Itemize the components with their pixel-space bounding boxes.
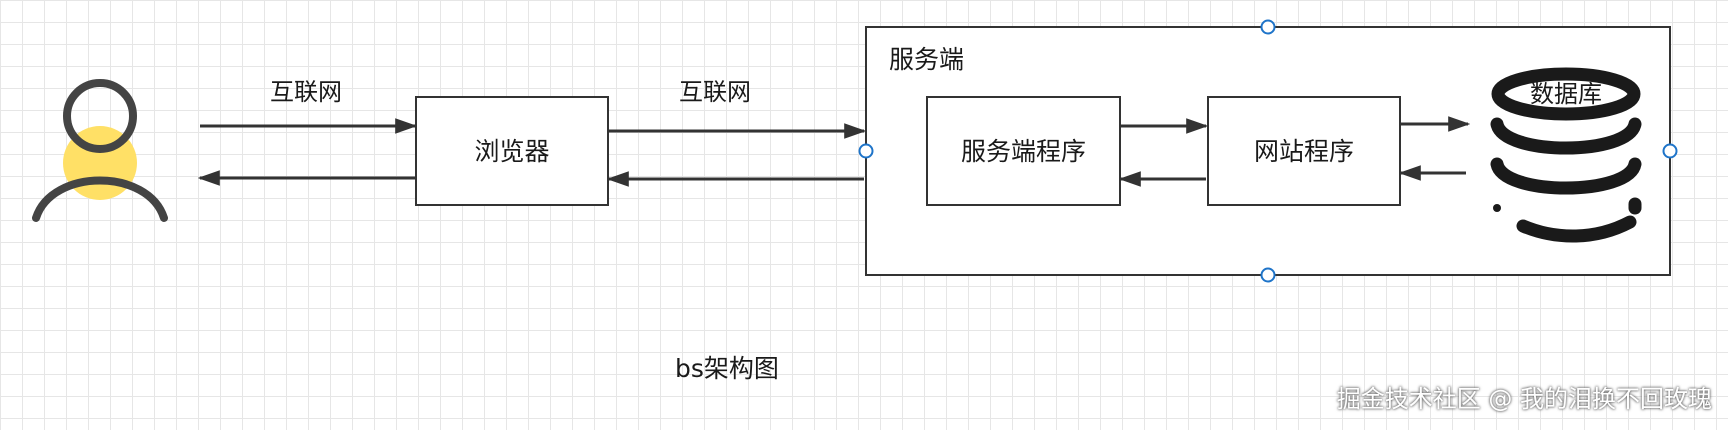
user-icon [32,79,168,222]
browser-label: 浏览器 [474,136,550,166]
handle-left[interactable] [858,143,874,159]
database-label: 数据库 [1530,80,1602,108]
browser-box [415,96,609,206]
diagram-caption: bs架构图 [675,354,779,383]
selection-handles [858,19,1678,283]
server-program-label: 服务端程序 [960,136,1086,166]
website-program-box [1207,96,1401,206]
internet-label-right: 互联网 [679,78,751,106]
database-icon [1490,67,1642,243]
handle-top[interactable] [1260,19,1276,35]
watermark: 掘金技术社区 @ 我的泪换不回玫瑰 [1336,385,1712,413]
handle-right[interactable] [1662,143,1678,159]
website-program-label: 网站程序 [1253,136,1354,166]
handle-bottom[interactable] [1260,267,1276,283]
server-title: 服务端 [889,45,965,74]
server-program-box [926,96,1121,206]
internet-label-left: 互联网 [270,78,342,106]
